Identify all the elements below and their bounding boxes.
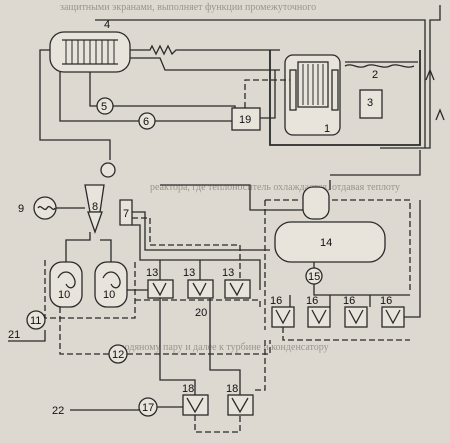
reactor-pool bbox=[269, 50, 421, 146]
label-16d: 16 bbox=[380, 295, 392, 307]
label-22: 22 bbox=[52, 405, 64, 417]
arrow-up-2 bbox=[425, 68, 435, 81]
label-2: 2 bbox=[372, 69, 378, 81]
heaters-18 bbox=[159, 298, 266, 433]
component-labels: 4 2 3 1 5 6 19 9 8 7 10 10 11 12 21 13 1… bbox=[8, 19, 392, 417]
turbine-generator bbox=[33, 162, 133, 234]
label-5: 5 bbox=[101, 101, 107, 113]
condensate-line-2 bbox=[127, 340, 271, 355]
label-4: 4 bbox=[104, 19, 110, 31]
label-10b: 10 bbox=[103, 289, 115, 301]
label-13c: 13 bbox=[222, 267, 234, 279]
heaters-16 bbox=[271, 200, 421, 341]
svg-text:реактора, где теплоноситель ох: реактора, где теплоноситель охлаждается,… bbox=[150, 182, 400, 193]
label-15: 15 bbox=[308, 271, 320, 283]
label-17: 17 bbox=[142, 402, 154, 414]
heat-exchanger-4 bbox=[49, 31, 131, 73]
label-7: 7 bbox=[123, 208, 129, 220]
primary-pipework bbox=[39, 5, 441, 160]
label-20: 20 bbox=[195, 307, 207, 319]
component-19-box bbox=[231, 107, 261, 131]
label-12: 12 bbox=[112, 349, 124, 361]
label-21: 21 bbox=[8, 329, 20, 341]
arrow-up bbox=[435, 108, 445, 121]
label-9: 9 bbox=[18, 203, 24, 215]
label-16b: 16 bbox=[306, 295, 318, 307]
condensers-10 bbox=[44, 232, 136, 319]
label-14: 14 bbox=[320, 237, 332, 249]
line-21 bbox=[8, 330, 46, 342]
background-text: защитными экранами, выполняет функции пр… bbox=[60, 2, 400, 353]
label-1: 1 bbox=[324, 123, 330, 135]
condensate-line bbox=[59, 307, 109, 355]
label-16a: 16 bbox=[270, 295, 282, 307]
label-10a: 10 bbox=[58, 289, 70, 301]
deaerator-14 bbox=[160, 150, 421, 330]
label-8: 8 bbox=[92, 201, 98, 213]
label-19: 19 bbox=[239, 114, 251, 126]
label-13b: 13 bbox=[183, 267, 195, 279]
svg-text:защитными экранами, выполняет: защитными экранами, выполняет функции пр… bbox=[60, 2, 316, 13]
label-18a: 18 bbox=[182, 383, 194, 395]
label-13a: 13 bbox=[146, 267, 158, 279]
label-11: 11 bbox=[30, 315, 41, 327]
pump-11 bbox=[26, 310, 46, 330]
generator-9 bbox=[33, 196, 57, 220]
svg-text:водяному пару и далее к турбин: водяному пару и далее к турбине и конден… bbox=[120, 342, 329, 353]
heaters-13 bbox=[127, 211, 270, 310]
label-6: 6 bbox=[143, 116, 149, 128]
label-18b: 18 bbox=[226, 383, 238, 395]
label-16c: 16 bbox=[343, 295, 355, 307]
label-3: 3 bbox=[367, 97, 373, 109]
